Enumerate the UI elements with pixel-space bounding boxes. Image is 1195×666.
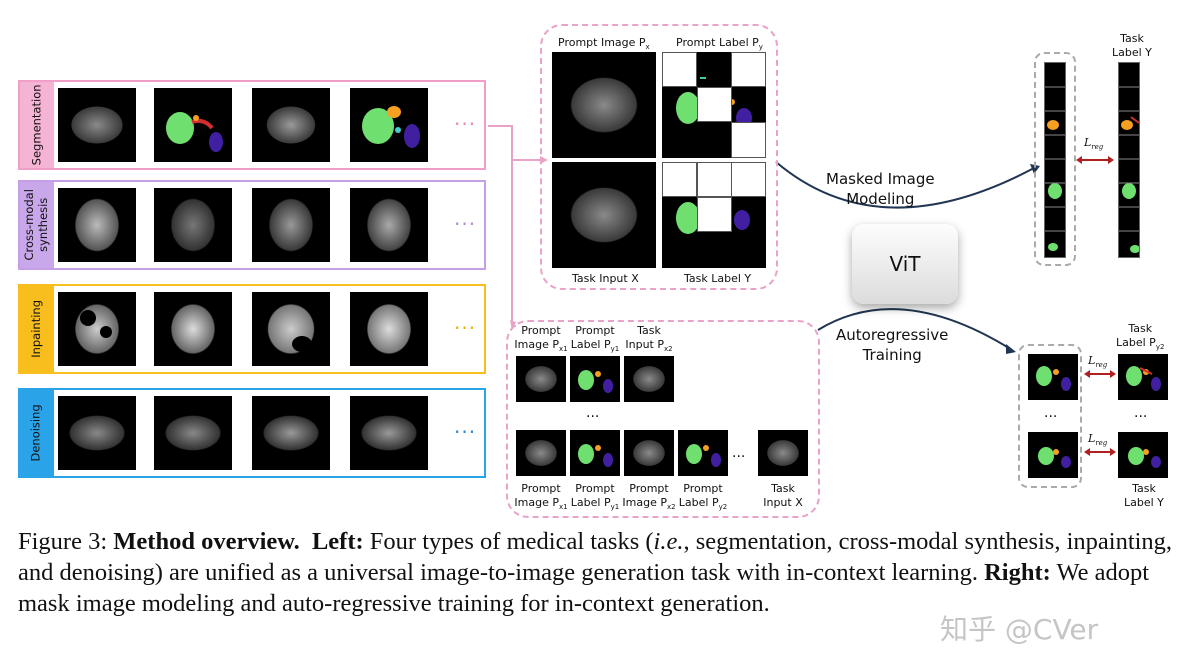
pred-strip [1044,62,1066,258]
more-ellipsis: ··· [454,420,477,444]
task-label-y-top: Task Label Y [1112,32,1152,60]
mask-holes-svg [80,310,112,338]
sequence-image [624,430,674,476]
mask-cell [731,122,766,158]
vit-block: ViT [852,224,958,304]
row-label-bg: Denoising [20,390,54,476]
mri-thumbnail [252,188,330,262]
task-label-svg [676,202,750,234]
mri-thumbnail [58,188,136,262]
mask-cell [731,52,766,87]
row-segmentation: Segmentation ··· [18,80,486,170]
more-ellipsis: ··· [454,316,477,340]
prompt-label-image [662,52,766,158]
target-strip-svg [1119,86,1139,253]
sequence-label-image [678,430,728,476]
sequence-image [624,356,674,402]
chest-ct-thumbnail [58,396,136,470]
pred-ellipsis: ... [1044,405,1058,421]
prompt-label-label: Prompt Label Py [676,36,763,52]
mri-thumbnail [154,292,232,366]
mask-cell [697,87,732,122]
row-label-bg: Inpainting [20,286,54,372]
figure-caption: Figure 3: Method overview. Left: Four ty… [18,528,1173,617]
row-label-bg: Cross-modal synthesis [20,182,54,268]
autoregressive-panel [506,320,820,518]
row-label-bg: Segmentation [20,82,54,168]
autoregressive-text: Autoregressive Training [836,326,949,364]
target-image [1118,432,1168,478]
more-ellipsis: ··· [454,112,477,136]
target-strip [1118,62,1140,258]
pred-strip-svg [1045,86,1065,251]
target-svg [1126,366,1161,391]
prompt-image-label: Prompt Image Px [558,36,650,52]
task-label-y-bottom: Task Label Y [1124,482,1164,510]
sequence-image [516,430,566,476]
sequence-image [516,356,566,402]
sequence-image [758,430,808,476]
chest-ct-thumbnail [252,396,330,470]
ct-thumbnail [252,88,330,162]
task-label-label: Task Label Y [684,272,752,285]
row-ellipsis: ... [586,405,600,421]
masked-modeling-panel [540,24,778,290]
prompt-image [552,52,656,158]
task-label-image [662,162,766,268]
pred-image [1028,432,1078,478]
pred-pair-box [1018,344,1082,488]
seg-mask-svg [362,106,420,148]
loss-label-bottom1: Lreg [1088,354,1108,370]
pred-svg [1038,447,1071,468]
loss-label-bottom2: Lreg [1088,432,1108,448]
seg-mask-thumbnail [350,88,428,162]
pred-svg [1036,366,1071,391]
target-image [1118,354,1168,400]
seg-mask-thumbnail [154,88,232,162]
row-inpainting: Inpainting ··· [18,284,486,374]
sequence-label-image [570,356,620,402]
pred-image [1028,354,1078,400]
more-ellipsis: ··· [454,212,477,236]
target-ellipsis: ... [1134,405,1148,421]
loss-label-top: Lreg [1084,136,1104,152]
mri-masked-thumbnail [58,292,136,366]
mask-cell [731,162,766,197]
mask-cell [697,162,732,197]
task-label-py2: Task Label Py2 [1116,322,1165,352]
row-denoising: Denoising ··· [18,388,486,478]
pred-strip-box [1034,52,1076,266]
task-input-image [552,162,656,268]
mask-cell [662,52,697,87]
watermark: 知乎 @CVer [940,613,1099,646]
sequence-label-image [570,430,620,476]
mri-thumbnail [350,188,428,262]
task-input-label: Task Input X [572,272,639,285]
masked-modeling-text: Masked Image Modeling [826,170,935,208]
ct-thumbnail [58,88,136,162]
seg-mask-svg [166,112,223,152]
mask-holes-svg [292,336,312,352]
chest-ct-thumbnail [154,396,232,470]
mri-thumbnail [350,292,428,366]
chest-ct-thumbnail [350,396,428,470]
mri-masked-thumbnail [252,292,330,366]
mask-cell [662,162,697,197]
target-svg [1128,447,1161,468]
row-cross-modal: Cross-modal synthesis ··· [18,180,486,270]
sequence-ellipsis: ... [732,445,746,461]
mask-cell [697,197,732,232]
mri-thumbnail [154,188,232,262]
